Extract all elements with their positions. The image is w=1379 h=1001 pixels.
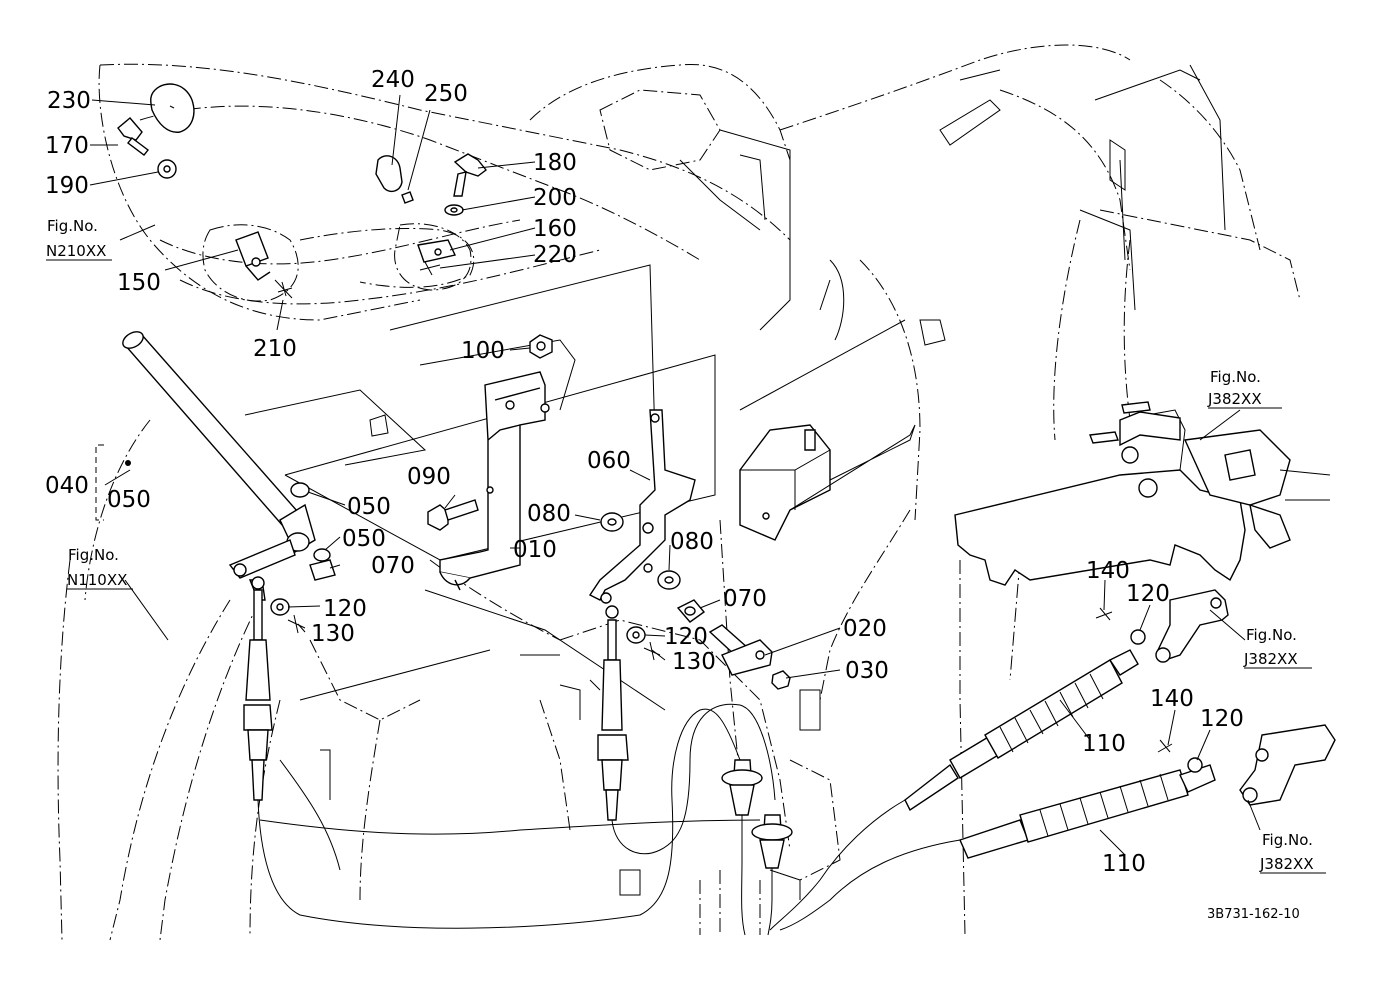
figref-n210-label: Fig.No. [47, 217, 98, 235]
washer-190 [157, 159, 177, 179]
washer-080-upper [600, 512, 624, 532]
lever-assembly [95, 331, 336, 601]
figref-j382-bottom-label: Fig.No. [1262, 831, 1313, 849]
figref-n110[interactable]: Fig.No. N110XX [67, 546, 133, 590]
callout-060: 060 [587, 448, 631, 474]
cable-left [243, 576, 741, 929]
right-linkage-frame [954, 401, 1331, 586]
figure-references: Fig.No. N210XX Fig.No. N110XX Fig.No. J3… [46, 217, 1326, 874]
callout-210: 210 [253, 336, 297, 362]
callout-130-left: 130 [311, 621, 355, 647]
screw-knob-180 [453, 153, 487, 197]
figref-j382-mid-code: J382XX [1243, 650, 1298, 668]
figref-j382-top[interactable]: Fig.No. J382XX [1207, 368, 1282, 409]
callout-080-upper: 080 [527, 501, 571, 527]
callout-050-group: 050 [107, 487, 151, 513]
bellows-cable-110-lower [769, 739, 1216, 931]
housing-block [739, 424, 916, 541]
grommet-lower [751, 814, 793, 936]
callout-120-upper-right: 120 [1126, 581, 1170, 607]
callout-090: 090 [407, 464, 451, 490]
cable-middle [597, 605, 776, 855]
figref-n210-code: N210XX [46, 242, 106, 260]
callout-labels: 230 240 250 170 190 180 200 160 220 150 … [45, 67, 1244, 877]
leader-lines [89, 94, 1261, 856]
callout-230: 230 [47, 88, 91, 114]
figref-j382-bottom[interactable]: Fig.No. J382XX [1259, 831, 1326, 874]
callout-030: 030 [845, 658, 889, 684]
arm-060 [588, 409, 696, 604]
callout-250: 250 [424, 81, 468, 107]
frame-lines [259, 64, 1226, 900]
bracket-010 [439, 371, 550, 591]
screw-250 [401, 191, 414, 204]
bellows-cable-110-upper [904, 607, 1146, 812]
callout-110-upper: 110 [1082, 731, 1126, 757]
callout-220: 220 [533, 242, 577, 268]
dot-marker [125, 460, 131, 466]
knob-240 [375, 155, 403, 193]
callout-110-lower: 110 [1102, 851, 1146, 877]
pin-020 [708, 624, 773, 676]
callout-240: 240 [371, 67, 415, 93]
knob-230 [150, 83, 195, 133]
screw-knob-170 [117, 117, 149, 156]
callout-120-lower-right: 120 [1200, 706, 1244, 732]
callout-020: 020 [843, 616, 887, 642]
callout-050-lower: 050 [342, 526, 386, 552]
drawing-code: 3B731-162-10 [1207, 907, 1300, 922]
spring-pin-220 [419, 261, 441, 276]
callout-040: 040 [45, 473, 89, 499]
grommet-upper [721, 759, 763, 936]
callout-140-lower: 140 [1150, 686, 1194, 712]
assembly-group-outline [244, 264, 906, 711]
callout-130-mid: 130 [672, 649, 716, 675]
callout-170: 170 [45, 133, 89, 159]
bolt-030 [771, 670, 791, 690]
link-arm-upper [1155, 589, 1229, 663]
bushing-070-right [676, 599, 706, 623]
callout-180: 180 [533, 150, 577, 176]
figref-j382-bottom-code: J382XX [1259, 855, 1314, 873]
plate-160 [417, 239, 457, 263]
bolt-090 [427, 499, 479, 531]
callout-070-right: 070 [723, 586, 767, 612]
callout-150: 150 [117, 270, 161, 296]
link-arm-lower [1239, 724, 1336, 806]
spring-pin-210 [274, 279, 293, 299]
figref-j382-top-label: Fig.No. [1210, 368, 1261, 386]
callout-050-upper: 050 [347, 494, 391, 520]
callout-100: 100 [461, 338, 505, 364]
figref-j382-top-code: J382XX [1207, 390, 1262, 408]
callout-010: 010 [513, 537, 557, 563]
nut-100 [529, 334, 553, 359]
figref-n210[interactable]: Fig.No. N210XX [46, 217, 112, 261]
figref-j382-mid[interactable]: Fig.No. J382XX [1243, 626, 1312, 669]
tractor-body-outline [57, 44, 1301, 941]
figref-j382-mid-label: Fig.No. [1246, 626, 1297, 644]
callout-080-lower: 080 [670, 529, 714, 555]
callout-120-left: 120 [323, 596, 367, 622]
figref-n110-label: Fig.No. [68, 546, 119, 564]
clip-150 [235, 231, 271, 281]
callout-120-mid: 120 [664, 624, 708, 650]
washer-200 [444, 204, 464, 216]
callout-140-upper: 140 [1086, 558, 1130, 584]
figref-n110-code: N110XX [67, 571, 127, 589]
callout-200: 200 [533, 185, 577, 211]
callout-160: 160 [533, 216, 577, 242]
callout-070-left: 070 [371, 553, 415, 579]
callout-190: 190 [45, 173, 89, 199]
washer-080-lower [657, 570, 681, 590]
